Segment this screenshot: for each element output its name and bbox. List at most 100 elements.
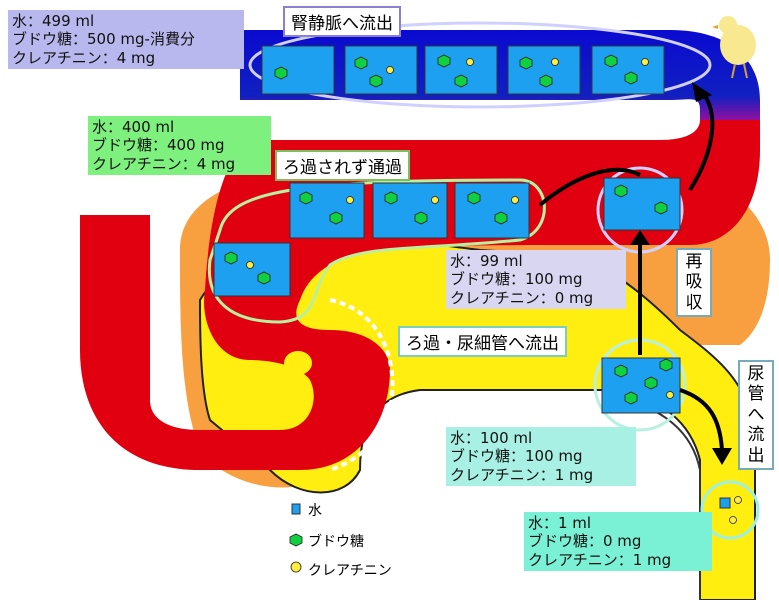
renal-vein-title: 腎静脈へ流出 bbox=[283, 6, 401, 37]
filter-tubule-title: ろ過・尿細管へ流出 bbox=[398, 326, 567, 357]
urine-outline bbox=[700, 480, 760, 540]
glucose-mark bbox=[614, 364, 628, 378]
glucose-mark bbox=[659, 358, 673, 372]
glucose-mark bbox=[437, 54, 451, 68]
glucose-mark bbox=[274, 66, 288, 80]
glucose-mark bbox=[299, 191, 313, 205]
glucose-mark bbox=[644, 376, 658, 390]
urine-values: 水：1 ml ブドウ糖：0 mg クレアチニン：1 mg bbox=[524, 512, 712, 571]
reabsorption-label: 再 吸 収 bbox=[676, 248, 712, 318]
vessel-red bbox=[80, 120, 760, 470]
creatinine-mark bbox=[346, 196, 354, 204]
reabsorbed-creatinine: クレアチニン：0 mg bbox=[450, 288, 594, 307]
legend-creatinine-label: クレアチニン bbox=[308, 563, 392, 579]
ureter-label: 尿 管 へ 流 出 bbox=[738, 360, 774, 470]
renal-vein-water: 水：499 ml bbox=[12, 12, 95, 30]
glucose-mark bbox=[624, 391, 638, 405]
ureter-char: 出 bbox=[747, 445, 765, 466]
reabsorption-char: 収 bbox=[685, 292, 703, 313]
filtered-glucose: ブドウ糖：100 mg bbox=[450, 447, 583, 466]
unfiltered-values: 水：400 ml ブドウ糖：400 mg クレアチニン：4 mg bbox=[88, 116, 271, 175]
reabsorbed-values: 水：99 ml ブドウ糖：100 mg クレアチニン：0 mg bbox=[446, 250, 626, 309]
creatinine-mark bbox=[551, 58, 559, 66]
legend-water-icon bbox=[291, 503, 301, 515]
reabsorbed-glucose: ブドウ糖：100 mg bbox=[450, 270, 583, 289]
creatinine-mark bbox=[666, 391, 674, 399]
creatinine-mark bbox=[729, 516, 737, 524]
vein-outline bbox=[248, 21, 712, 109]
glucose-mark bbox=[369, 74, 383, 88]
urine-water: 水：1 ml bbox=[528, 514, 592, 532]
glucose-mark bbox=[624, 71, 638, 85]
ureter-char: 尿 bbox=[747, 364, 765, 384]
legend-glucose-icon bbox=[289, 533, 303, 547]
legend-water-label: 水 bbox=[308, 503, 322, 519]
vein-block bbox=[507, 45, 581, 95]
vessel-hole bbox=[284, 351, 312, 375]
glucose-mark bbox=[604, 54, 618, 68]
glucose-mark bbox=[454, 74, 468, 88]
reabsorb-block bbox=[603, 177, 681, 231]
reabsorption-char: 吸 bbox=[685, 272, 703, 293]
unfiltered-title: ろ過されず通過 bbox=[275, 150, 410, 181]
legend-glucose-label: ブドウ糖 bbox=[308, 534, 364, 550]
filtered-values: 水：100 ml ブドウ糖：100 mg クレアチニン：1 mg bbox=[446, 427, 636, 486]
creatinine-mark bbox=[386, 66, 394, 74]
creatinine-mark bbox=[466, 58, 474, 66]
reabsorption-char: 再 bbox=[685, 252, 703, 272]
urine-glucose: ブドウ糖：0 mg bbox=[528, 532, 642, 551]
legend-water: 水 bbox=[308, 500, 322, 520]
arrow-to-ureter bbox=[679, 388, 724, 451]
creatinine-mark bbox=[431, 196, 439, 204]
glucose-mark bbox=[224, 251, 238, 265]
arrow-vein-up bbox=[688, 88, 715, 192]
glucose-mark bbox=[654, 201, 668, 215]
filtered-creatinine: クレアチニン：1 mg bbox=[450, 465, 594, 484]
vessel-block bbox=[289, 182, 365, 239]
glucose-mark bbox=[539, 74, 553, 88]
vein-block bbox=[344, 45, 418, 95]
arrow-head bbox=[692, 82, 712, 102]
glucose-mark bbox=[494, 211, 508, 225]
glucose-mark bbox=[257, 271, 271, 285]
filtered-water: 水：100 ml bbox=[450, 429, 533, 447]
glucose-mark bbox=[354, 56, 368, 70]
urine-block bbox=[719, 497, 731, 509]
creatinine-mark bbox=[246, 261, 254, 269]
vessel-block bbox=[213, 242, 291, 297]
vein-block bbox=[261, 45, 335, 95]
vessel-block bbox=[454, 182, 530, 239]
reabsorbed-water: 水：99 ml bbox=[450, 252, 523, 270]
glucose-mark bbox=[519, 56, 533, 70]
legend-creatinine-icon bbox=[290, 561, 302, 573]
legend-glucose: ブドウ糖 bbox=[308, 531, 364, 551]
ureter-char: 流 bbox=[747, 425, 765, 446]
chick-icon bbox=[712, 16, 756, 79]
vessel-block bbox=[372, 182, 448, 239]
arrow-head bbox=[712, 448, 732, 465]
urine-creatinine: クレアチニン：1 mg bbox=[528, 550, 672, 569]
glucose-mark bbox=[614, 184, 628, 198]
creatinine-mark bbox=[734, 496, 742, 504]
glucose-mark bbox=[467, 191, 481, 205]
renal-vein-values: 水：499 ml ブドウ糖：500 mg-消費分 クレアチニン：4 mg bbox=[8, 10, 244, 69]
legend-creatinine: クレアチニン bbox=[308, 560, 392, 580]
unfiltered-creatinine: クレアチニン：4 mg bbox=[92, 154, 236, 173]
renal-vein-creatinine: クレアチニン：4 mg bbox=[12, 48, 156, 67]
arrow-head bbox=[630, 230, 650, 245]
renal-vein-glucose: ブドウ糖：500 mg-消費分 bbox=[12, 30, 195, 49]
arrow-to-vein bbox=[538, 167, 641, 207]
filtration-membrane bbox=[329, 298, 395, 472]
glucose-mark bbox=[414, 211, 428, 225]
glucose-mark bbox=[329, 211, 343, 225]
unfiltered-water: 水：400 ml bbox=[92, 118, 175, 136]
creatinine-mark bbox=[641, 58, 649, 66]
unfiltered-glucose: ブドウ糖：400 mg bbox=[92, 136, 225, 155]
creatinine-mark bbox=[511, 196, 519, 204]
ureter-char: 管 bbox=[747, 384, 765, 405]
vein-block bbox=[591, 45, 665, 95]
glucose-mark bbox=[384, 191, 398, 205]
ureter-char: へ bbox=[747, 404, 765, 425]
